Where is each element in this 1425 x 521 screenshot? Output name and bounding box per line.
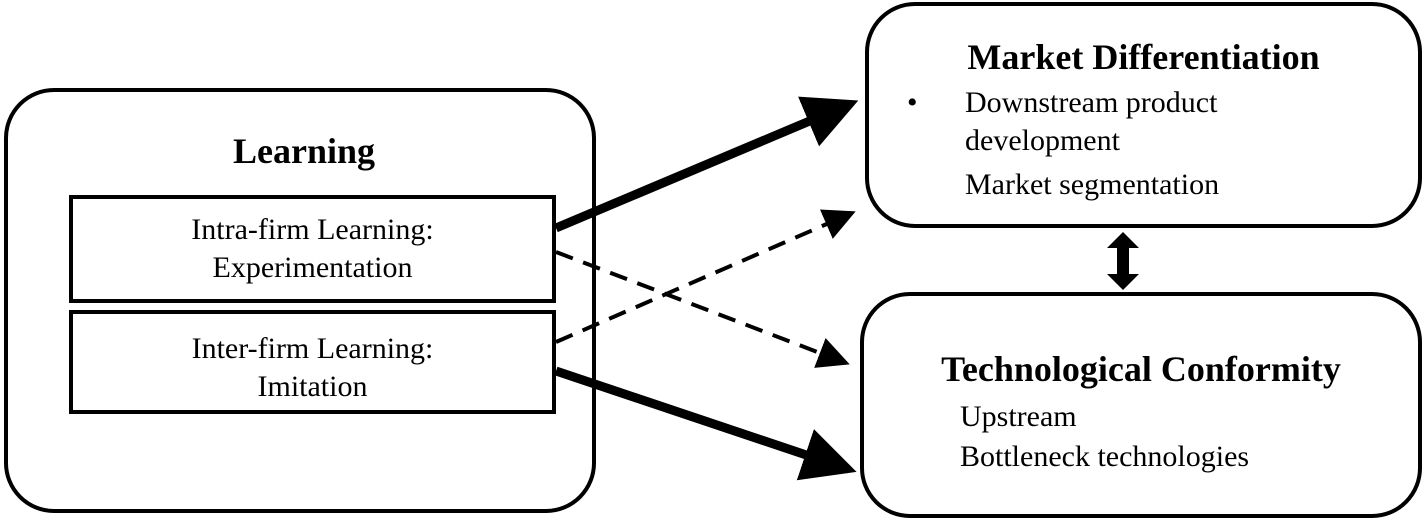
downstream-product-text: Downstream product: [965, 86, 1218, 119]
market-segmentation-text: Market segmentation: [965, 168, 1220, 201]
dashed-arrow-intra-to-tech: [555, 250, 850, 368]
learning-title: Learning: [232, 131, 375, 171]
solid-arrow-intra-to-market: [554, 96, 859, 233]
intra-firm-label: Intra-firm Learning:: [191, 213, 434, 246]
upstream-text: Upstream: [960, 400, 1077, 433]
inter-firm-learning-box: Inter-firm Learning: Imitation: [69, 310, 556, 414]
inter-firm-label: Inter-firm Learning:: [191, 332, 434, 365]
bullet-icon: •: [907, 86, 918, 119]
development-text: development: [965, 124, 1120, 157]
intra-firm-learning-box: Intra-firm Learning: Experimentation: [69, 195, 556, 303]
imitation-label: Imitation: [257, 370, 368, 403]
experimentation-label: Experimentation: [212, 251, 413, 284]
double-arrow-icon: [1107, 232, 1139, 290]
bottleneck-technologies-text: Bottleneck technologies: [960, 440, 1250, 473]
market-differentiation-box: Market Differentiation • Downstream prod…: [865, 2, 1422, 228]
dashed-arrow-inter-to-market: [555, 209, 856, 344]
technological-conformity-title: Technological Conformity: [941, 349, 1341, 389]
solid-arrow-inter-to-tech: [554, 366, 857, 481]
technological-conformity-box: Technological Conformity Upstream Bottle…: [860, 292, 1422, 518]
market-differentiation-title: Market Differentiation: [967, 37, 1320, 77]
